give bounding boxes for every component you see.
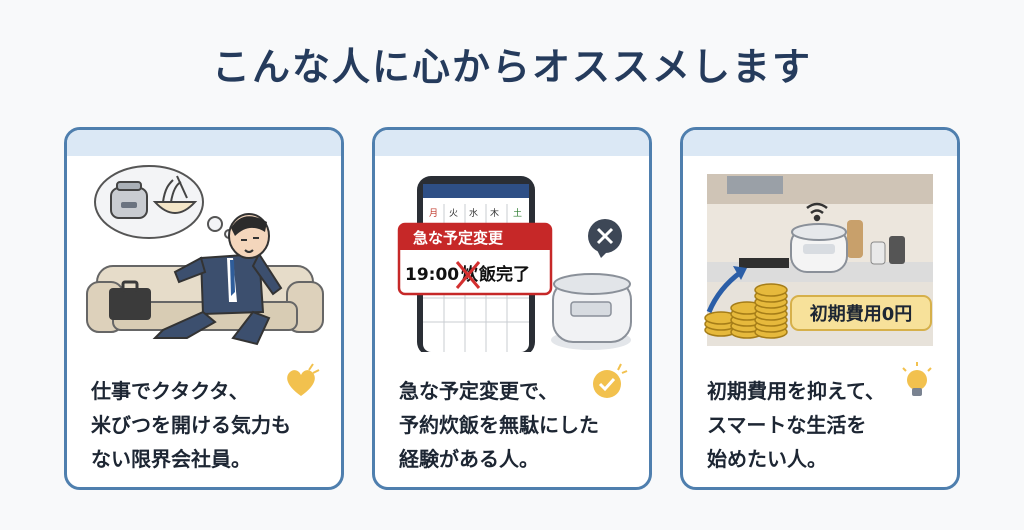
smart-rice-cooker-icon — [790, 223, 848, 273]
schedule-change-alert: 急な予定変更 19:00 炊 飯完了 — [397, 222, 553, 296]
wifi-icon — [806, 202, 828, 222]
card-description: 仕事でクタクタ、 米びつを開ける気力も ない限界会社員。 — [91, 374, 327, 476]
weekday-label: 月 — [429, 208, 438, 219]
check-circle-icon — [593, 363, 628, 398]
card-line: スマートな生活を — [707, 413, 867, 437]
card-line: 仕事でクタクタ、 — [91, 379, 249, 403]
price-tag-label: 初期費用0円 — [810, 303, 913, 325]
ramen-icon — [152, 175, 198, 214]
price-tag: 初期費用0円 — [790, 295, 932, 331]
card-line: 始めたい人。 — [707, 447, 827, 471]
recommendation-card-3: 初期費用0円 初期費用を抑えて、 スマートな生活を 始めたい人。 — [680, 127, 960, 490]
lightbulb-icon — [902, 362, 932, 396]
card-line: 予約炊飯を無駄にした — [399, 413, 599, 437]
card-description: 初期費用を抑えて、 スマートな生活を 始めたい人。 — [707, 374, 943, 476]
card-header-band — [683, 130, 957, 156]
heart-icon — [287, 363, 320, 396]
weekday-label: 木 — [490, 207, 499, 219]
alert-title: 急な予定変更 — [413, 229, 504, 247]
rice-cooker-icon — [551, 273, 632, 350]
close-icon — [588, 219, 622, 258]
recommendation-card-1: 仕事でクタクタ、 米びつを開ける気力も ない限界会社員。 — [64, 127, 344, 490]
page-title: こんな人に心からオススメします — [211, 45, 812, 89]
card-header-band — [375, 130, 649, 156]
recommendation-card-2: 月 火 水 木 土 急な予定変更 19:00 炊 飯完了 — [372, 127, 652, 490]
card-description: 急な予定変更で、 予約炊飯を無駄にした 経験がある人。 — [399, 374, 635, 476]
thought-bubble — [94, 165, 234, 239]
card-line: 初期費用を抑えて、 — [707, 379, 885, 403]
card-line: 経験がある人。 — [399, 447, 539, 471]
growth-arrow-icon — [706, 269, 743, 313]
alert-time: 19:00 — [405, 265, 459, 285]
card-line: 米びつを開ける気力も — [91, 413, 291, 437]
rice-cooker-icon — [110, 181, 148, 219]
weekday-label: 火 — [449, 208, 458, 219]
tired-man — [152, 213, 283, 346]
card-header-band — [67, 130, 341, 156]
kitchen-illustration: 初期費用0円 — [699, 162, 941, 352]
weekday-label: 土 — [513, 207, 522, 219]
card-line: ない限界会社員。 — [91, 447, 251, 471]
card-line: 急な予定変更で、 — [399, 379, 559, 403]
cross-mark-icon — [455, 261, 481, 289]
weekday-label: 水 — [469, 207, 478, 219]
tired-worker-illustration — [83, 162, 325, 352]
briefcase-icon — [109, 280, 151, 320]
coin-stack-icon — [704, 283, 788, 339]
schedule-change-illustration: 月 火 水 木 土 急な予定変更 19:00 炊 飯完了 — [391, 162, 633, 352]
alert-status: 飯完了 — [478, 264, 530, 285]
